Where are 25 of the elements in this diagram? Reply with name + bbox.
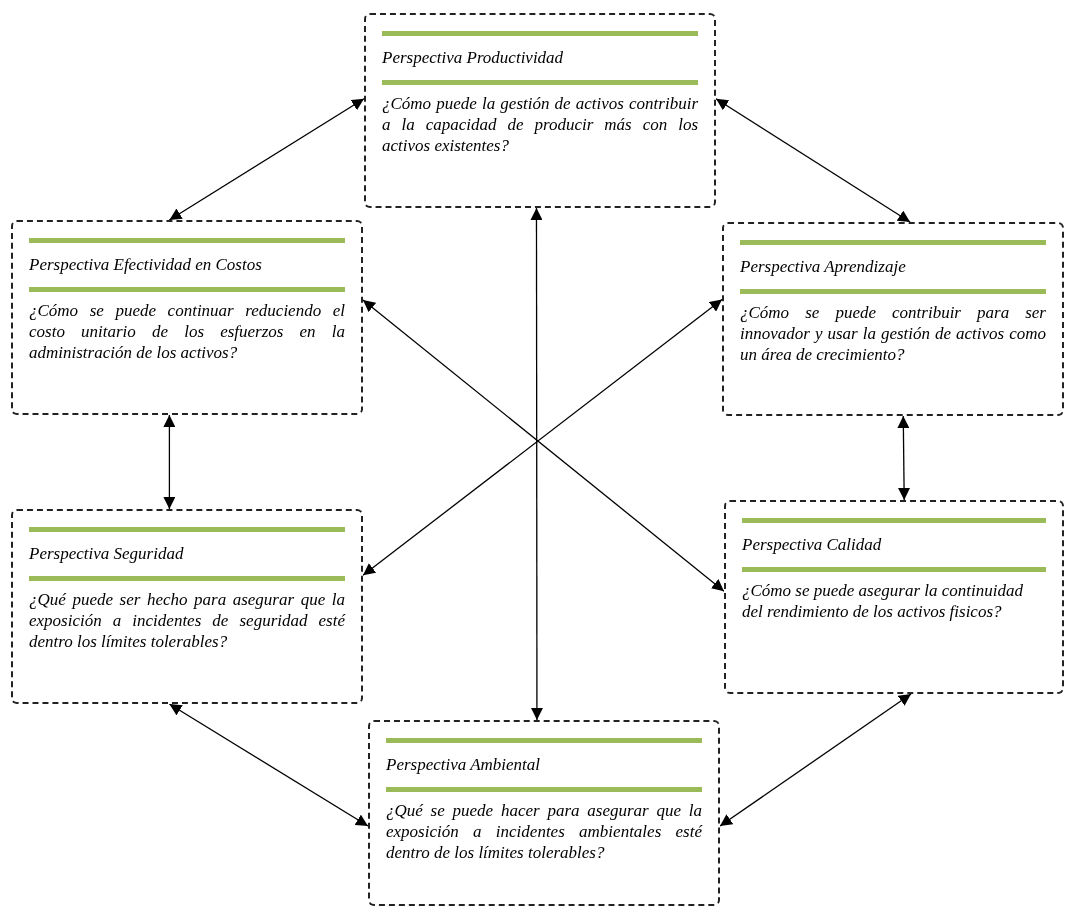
perspective-title: Perspectiva Productividad (382, 47, 565, 69)
perspective-box (368, 720, 720, 906)
perspective-question: ¿Cómo se puede continuar reduciendo el costo unitario de los esfuerzos en la administración de los activos? (29, 300, 345, 363)
perspective-box (364, 13, 716, 208)
perspective-box (722, 222, 1064, 416)
perspective-question: ¿Qué se puede hacer para asegurar que la exposición a incidentes ambientales esté dentro de los límites tolerables? (386, 800, 702, 863)
double-arrow (715, 98, 911, 223)
perspective-title: Perspectiva Calidad (742, 534, 883, 556)
perspective-title: Perspectiva Aprendizaje (740, 256, 907, 278)
double-arrow (163, 414, 176, 510)
perspective-title: Perspectiva Efectividad en Costos (29, 254, 263, 276)
perspective-box (11, 220, 363, 415)
perspective-box (724, 500, 1064, 694)
perspective-question: ¿Qué puede ser hecho para asegurar que la exposición a incidentes de seguridad esté dentro los límites tolerables? (29, 589, 345, 652)
perspective-title: Perspectiva Ambiental (386, 754, 542, 776)
double-arrow (168, 98, 365, 221)
double-arrow (530, 207, 543, 721)
perspective-box (11, 509, 363, 704)
double-arrow (897, 415, 911, 501)
double-arrow (719, 693, 912, 827)
perspective-title: Perspectiva Seguridad (29, 543, 185, 565)
perspective-question: ¿Cómo se puede asegurar la continuidad del rendimiento de los activos fisicos? (742, 580, 1024, 622)
perspective-question: ¿Cómo puede la gestión de activos contribuir a la capacidad de producir más con los activos existentes? (382, 93, 698, 156)
perspective-question: ¿Cómo se puede contribuir para ser innovador y usar la gestión de activos como un área de crecimiento? (740, 302, 1046, 365)
double-arrow (168, 703, 369, 827)
